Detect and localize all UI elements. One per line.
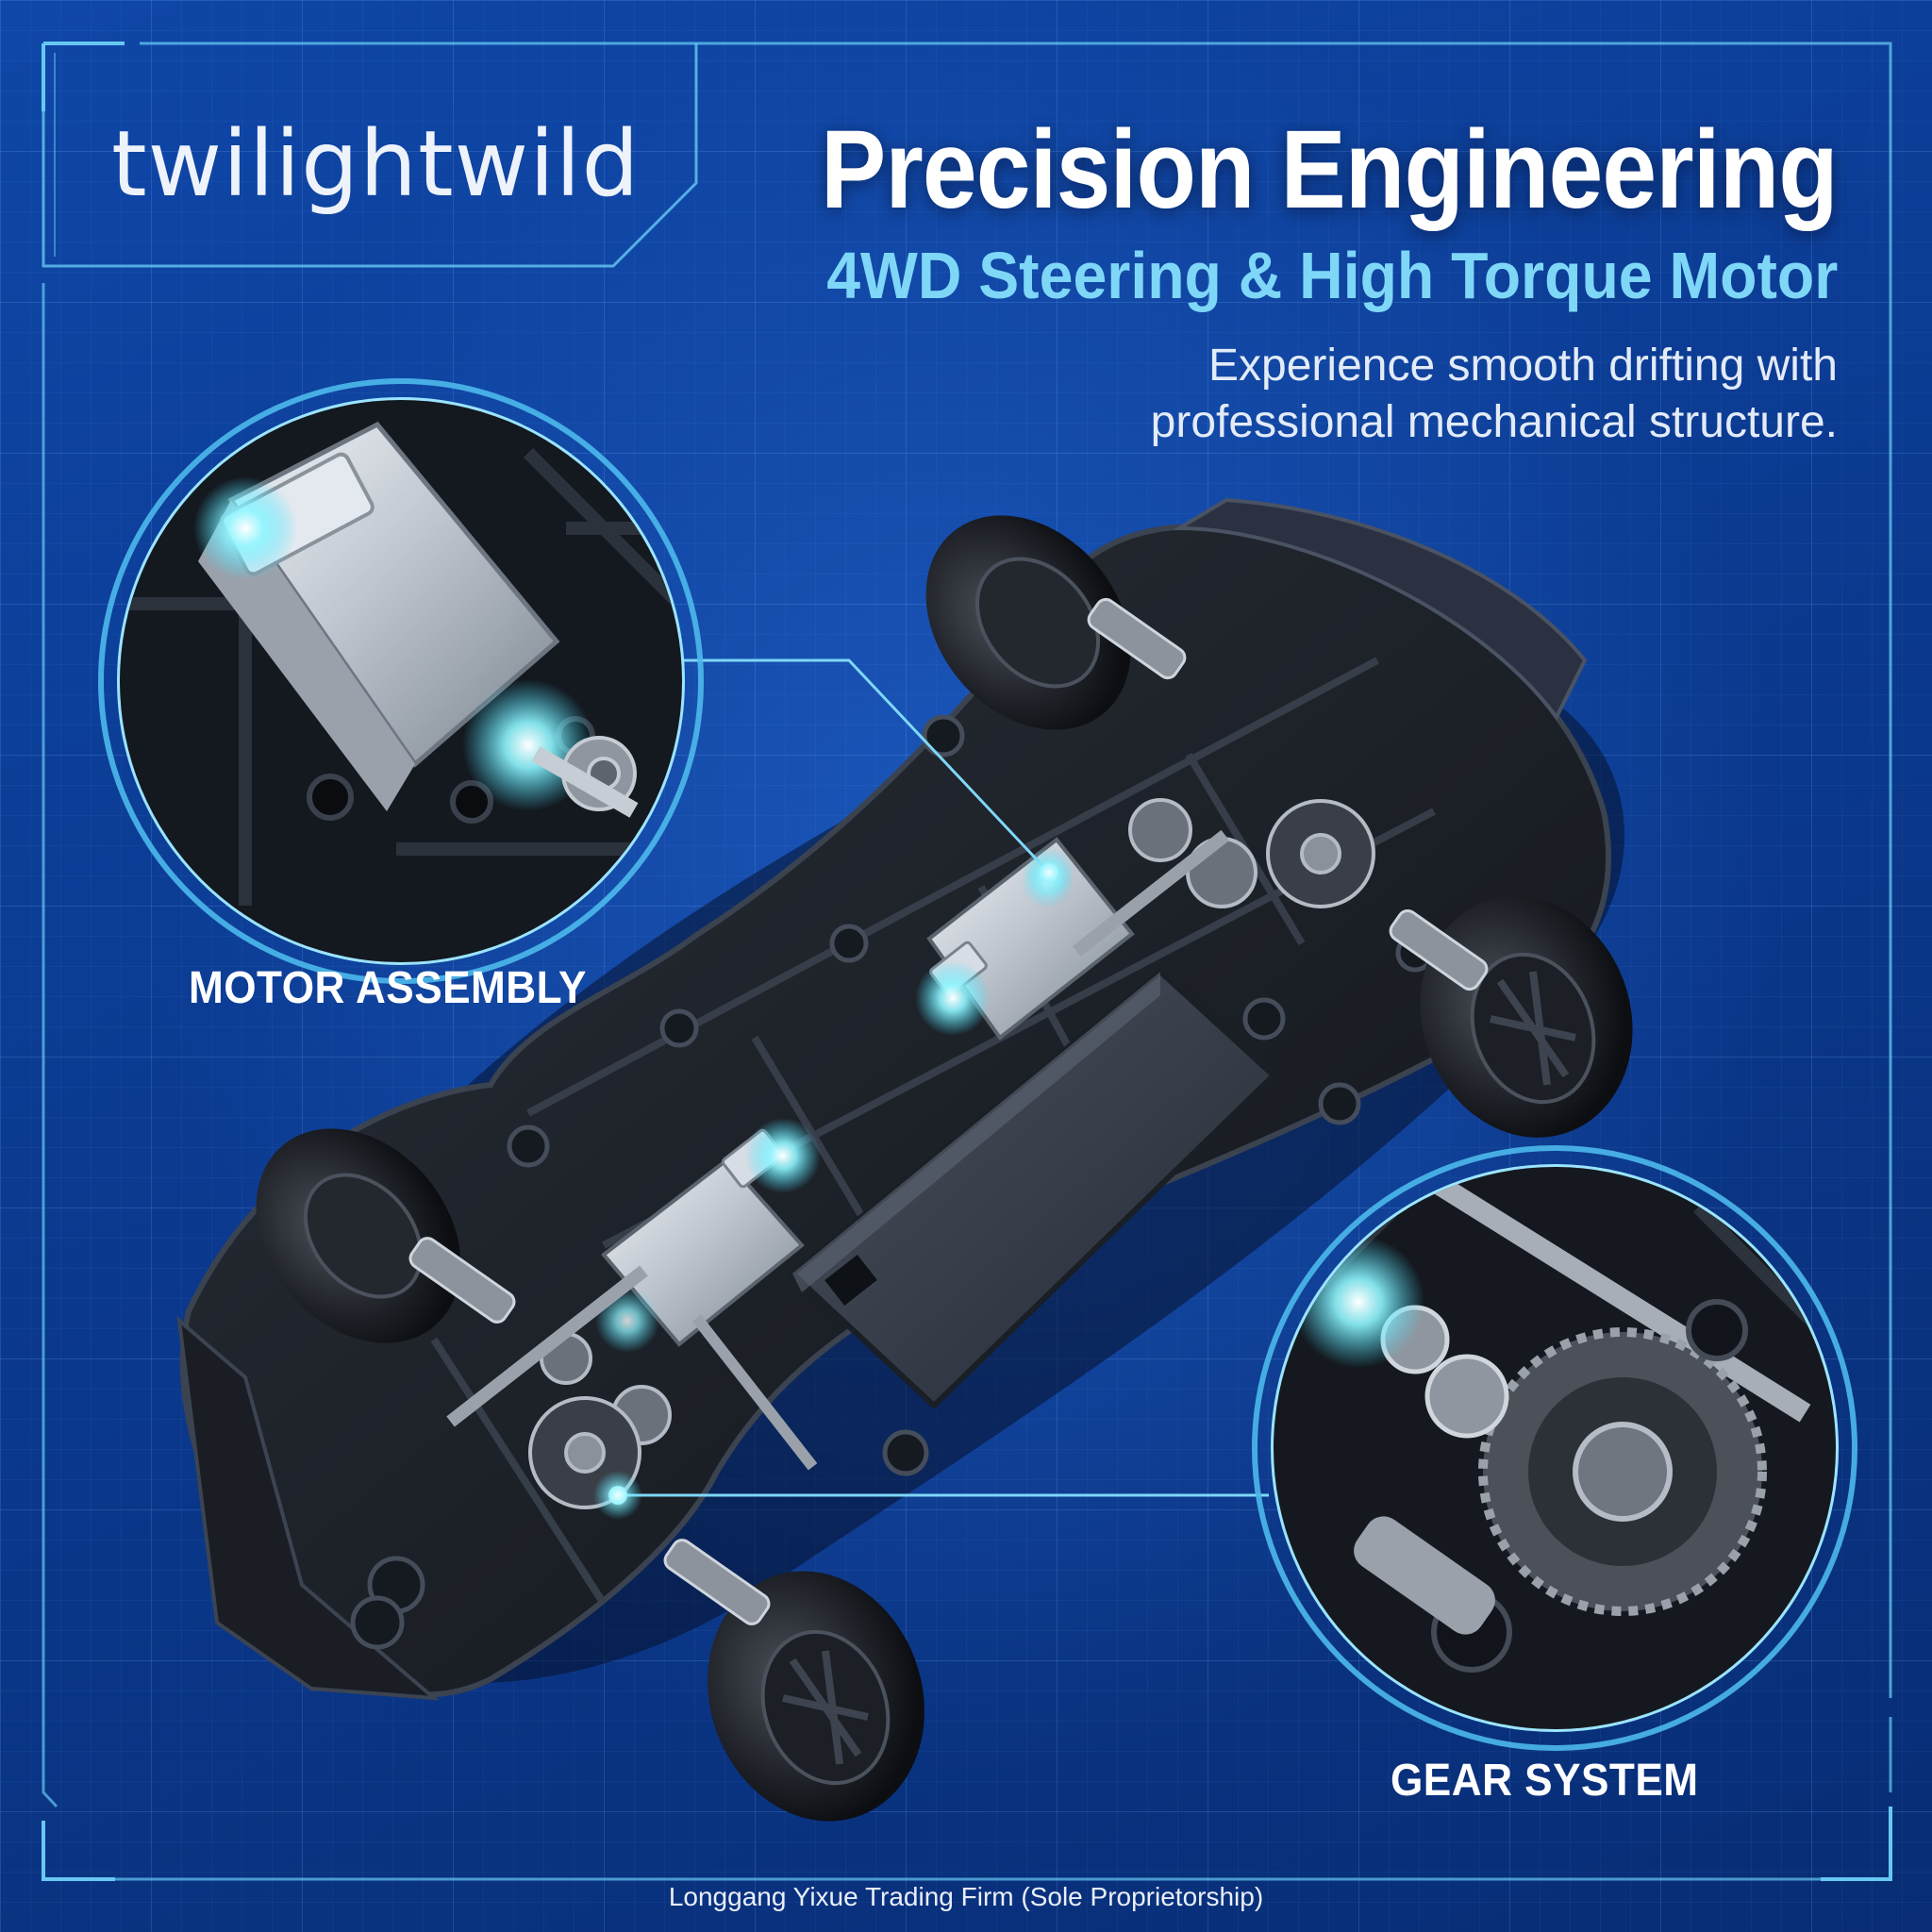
wheel-rear-right (708, 1571, 924, 1822)
rc-car-chassis (176, 497, 1633, 1822)
gear-zoom-circle (1252, 1145, 1857, 1751)
callout-lines (618, 658, 1269, 1497)
gear-system-label: GEAR SYSTEM (1391, 1756, 1699, 1806)
brand-logo-text: twilightwild (111, 111, 641, 217)
subheadline: 4WD Steering & High Torque Motor (825, 239, 1838, 312)
seller-footer: Longgang Yixue Trading Firm (Sole Propri… (668, 1882, 1264, 1911)
motor-assembly-label: MOTOR ASSEMBLY (189, 963, 587, 1013)
tagline: Experience smooth drifting with professi… (1150, 341, 1838, 447)
motor-zoom-circle (98, 378, 704, 984)
wheel-front-left (925, 515, 1131, 730)
wheel-rear-left (256, 1128, 461, 1343)
headline: Precision Engineering (821, 108, 1839, 232)
hud-frame (42, 42, 1892, 1881)
